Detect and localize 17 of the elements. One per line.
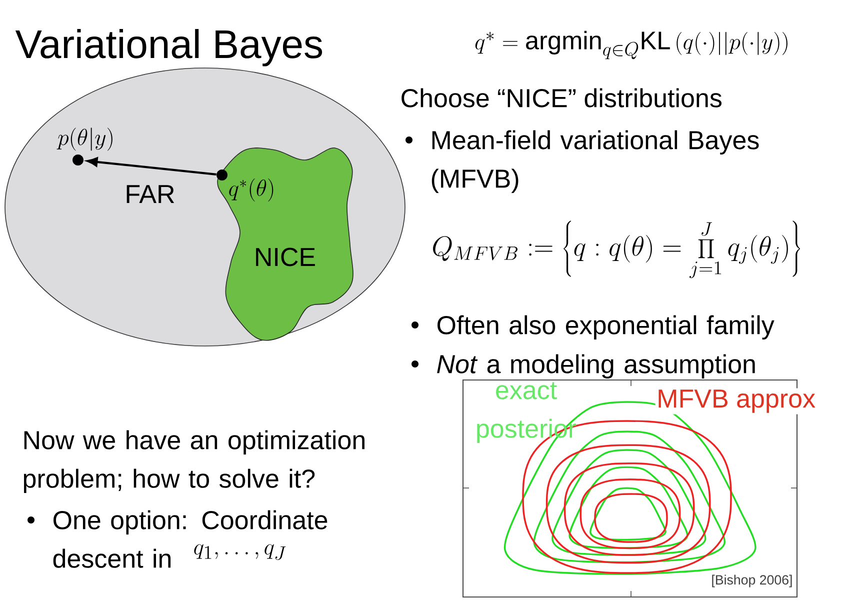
node-label: $q^*(\theta)$ [229, 178, 274, 202]
plot-label: MFVB approx [655, 388, 817, 414]
arrow [86, 157, 216, 176]
list-item: Mean-field variational Bayes (MFVB) [406, 130, 759, 194]
heading-text: Choose “NICE” distributions [402, 88, 722, 108]
labeled-point: $p(\theta|y)$ [56, 128, 112, 166]
labeled-point: $q^*(\theta)$ [216, 170, 274, 202]
formula: $q_1,\ldots,q_J$ [194, 544, 286, 560]
edge-label: FAR [126, 185, 174, 203]
node-label: $p(\theta|y)$ [56, 128, 112, 151]
citation: [Bishop 2006] [712, 574, 792, 588]
paragraph: Now we have an optimization problem; how to solve it? [24, 430, 364, 494]
list-item: Not a modeling assumption [412, 354, 755, 378]
title: Variational Bayes [15, 29, 322, 66]
formula: $q^* = \mathrm{argmin}_{q\in Q}\mathrm{KL}\left(q(\cdot)||p(\cdot|y)\right)$ [475, 30, 788, 60]
list-item: Often also exponential family [412, 315, 774, 340]
formula: $Q_{MFVB} := \left\{ q : q(\theta) = \prod_{j=1}^{J} q_j(\theta_j) \right\}$ [433, 220, 800, 278]
